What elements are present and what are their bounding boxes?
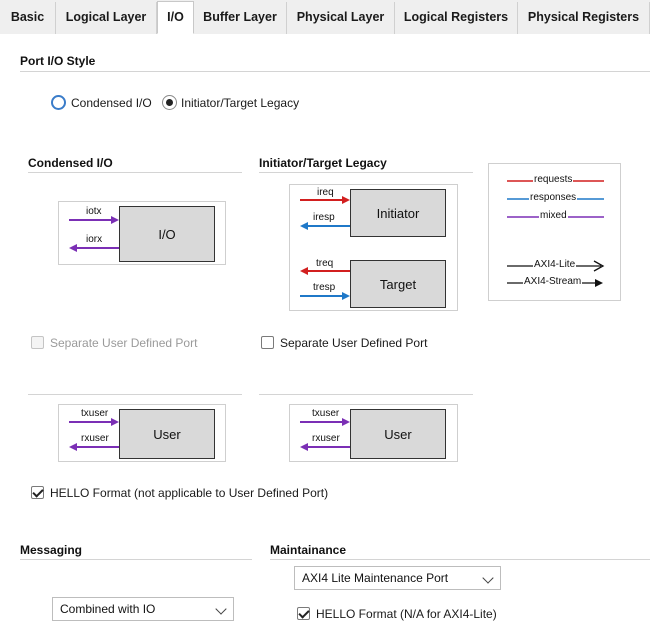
legacy-diagram: ireq iresp treq tresp Initiator Target (289, 184, 458, 311)
divider (20, 71, 650, 72)
maintenance-title: Maintainance (270, 543, 347, 557)
divider (28, 394, 242, 395)
initiator-block: Initiator (350, 189, 446, 237)
divider (270, 559, 650, 560)
condensed-user-diagram: txuser rxuser User (58, 404, 226, 462)
tab-logical-layer[interactable]: Logical Layer (56, 2, 157, 34)
signal-rxuser: rxuser (312, 433, 340, 444)
divider (259, 394, 473, 395)
maintenance-dropdown-value: AXI4 Lite Maintenance Port (302, 571, 449, 585)
condensed-separate-user-port-label: Separate User Defined Port (50, 336, 198, 350)
radio-condensed-io-label[interactable]: Condensed I/O (71, 96, 152, 110)
tab-io[interactable]: I/O (157, 1, 194, 34)
divider (28, 172, 242, 173)
tab-logical-registers[interactable]: Logical Registers (395, 2, 518, 34)
tab-physical-registers[interactable]: Physical Registers (518, 2, 650, 34)
io-block: I/O (119, 206, 215, 262)
maintenance-dropdown[interactable]: AXI4 Lite Maintenance Port (294, 566, 501, 590)
tab-bar: Basic Logical Layer I/O Buffer Layer Phy… (0, 0, 650, 34)
chevron-down-icon (215, 603, 227, 615)
target-block: Target (350, 260, 446, 308)
radio-condensed-io[interactable] (51, 95, 66, 110)
divider (259, 172, 473, 173)
messaging-dropdown[interactable]: Combined with IO (52, 597, 234, 621)
condensed-io-title: Condensed I/O (28, 156, 113, 170)
messaging-dropdown-value: Combined with IO (60, 602, 156, 616)
condensed-io-diagram: iotx iorx I/O (58, 201, 226, 265)
condensed-user-arrows (69, 418, 119, 451)
legacy-separate-user-port-checkbox[interactable] (261, 336, 274, 349)
signal-tresp: tresp (313, 282, 336, 293)
condensed-separate-user-port-checkbox[interactable] (31, 336, 44, 349)
legacy-separate-user-port-label[interactable]: Separate User Defined Port (280, 336, 428, 350)
tab-basic[interactable]: Basic (0, 2, 56, 34)
legend-axi4-lite: AXI4-Lite (533, 259, 577, 270)
signal-iresp: iresp (313, 212, 335, 223)
radio-initiator-target-legacy-label[interactable]: Initiator/Target Legacy (181, 96, 300, 110)
signal-rxuser: rxuser (81, 433, 109, 444)
legend-requests: requests (533, 174, 574, 185)
tab-buffer-layer[interactable]: Buffer Layer (194, 2, 287, 34)
maintenance-hello-checkbox[interactable] (297, 607, 310, 620)
signal-treq: treq (316, 258, 334, 269)
legacy-arrows (300, 196, 350, 300)
maintenance-hello-label[interactable]: HELLO Format (N/A for AXI4-Lite) (316, 607, 497, 621)
legend-box: requests responses mixed AXI4-Lite AXI4-… (488, 163, 621, 301)
legacy-title: Initiator/Target Legacy (259, 156, 387, 170)
legacy-user-diagram: txuser rxuser User (289, 404, 458, 462)
signal-txuser: txuser (312, 408, 340, 419)
signal-iotx: iotx (86, 206, 102, 217)
messaging-title: Messaging (20, 543, 83, 557)
legend-mixed: mixed (539, 210, 568, 221)
legacy-user-arrows (300, 418, 350, 451)
signal-txuser: txuser (81, 408, 109, 419)
signal-iorx: iorx (86, 234, 103, 245)
legend-axi4-stream: AXI4-Stream (523, 276, 583, 287)
hello-format-label[interactable]: HELLO Format (not applicable to User Def… (50, 486, 329, 500)
user-block: User (350, 409, 446, 459)
tab-physical-layer[interactable]: Physical Layer (287, 2, 395, 34)
divider (20, 559, 252, 560)
radio-initiator-target-legacy[interactable] (162, 95, 177, 110)
port-io-style-title: Port I/O Style (20, 54, 96, 68)
user-block: User (119, 409, 215, 459)
condensed-io-arrows (69, 216, 119, 252)
hello-format-checkbox[interactable] (31, 486, 44, 499)
chevron-down-icon (482, 572, 494, 584)
legend-responses: responses (529, 192, 578, 203)
signal-ireq: ireq (317, 187, 334, 198)
